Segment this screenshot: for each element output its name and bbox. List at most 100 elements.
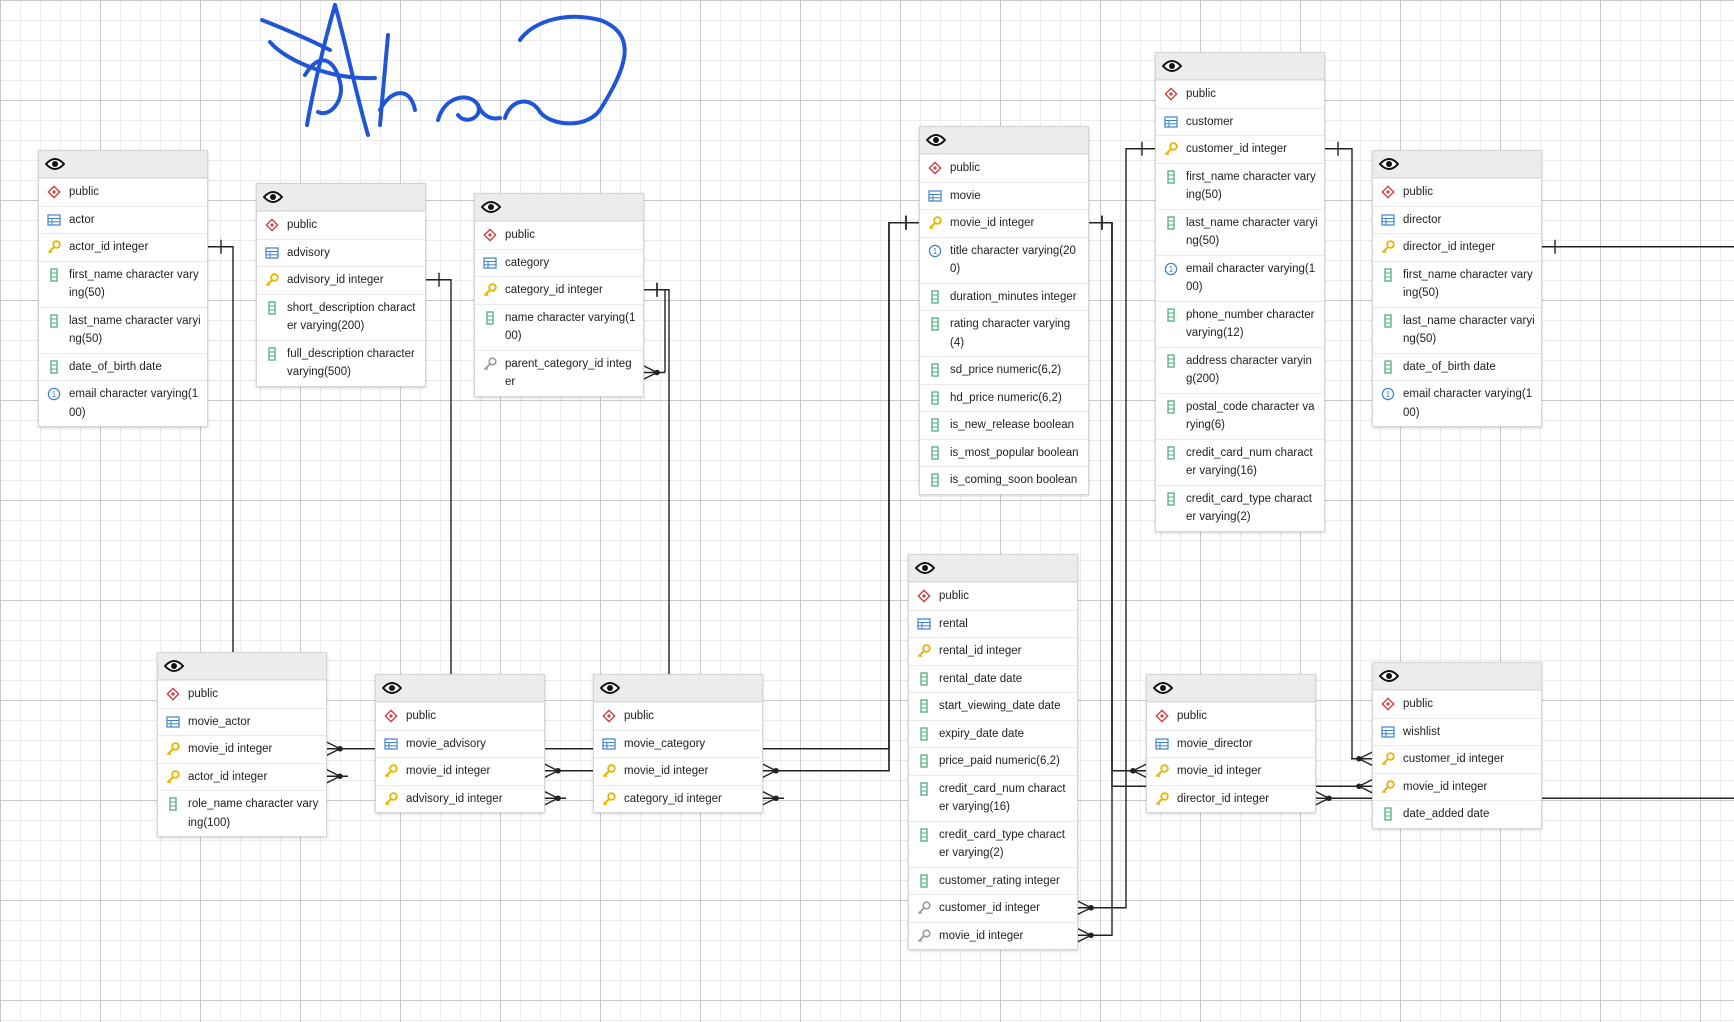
column-row[interactable]: customer_id integer [1373,745,1541,773]
eye-icon[interactable] [481,200,501,214]
table-name-row[interactable]: movie_director [1147,729,1315,758]
column-row[interactable]: is_new_release boolean [920,411,1088,439]
table-name-row[interactable]: category [475,248,643,277]
eye-icon[interactable] [1162,59,1182,73]
column-row[interactable]: advisory_id integer [257,266,425,294]
column-row[interactable]: is_most_popular boolean [920,438,1088,467]
entity-header[interactable] [1373,151,1541,178]
column-row[interactable]: date_of_birth date [39,352,207,381]
entity-header[interactable] [1147,675,1315,702]
column-row[interactable]: customer_rating integer [909,866,1077,895]
schema-row[interactable]: public [1156,80,1324,108]
eye-icon[interactable] [600,681,620,695]
entity-header[interactable] [920,127,1088,154]
eye-icon[interactable] [1379,157,1399,171]
table-name-row[interactable]: advisory [257,238,425,267]
column-row[interactable]: phone_number character varying(12) [1156,300,1324,347]
table-name-row[interactable]: movie_actor [158,707,326,736]
column-row[interactable]: movie_id integer [158,735,326,763]
eye-icon[interactable] [382,681,402,695]
entity-header[interactable] [594,675,762,702]
column-row[interactable]: first_name character varying(50) [1373,260,1541,307]
column-row[interactable]: actor_id integer [39,233,207,261]
column-row[interactable]: customer_id integer [909,894,1077,922]
entity-header[interactable] [909,555,1077,582]
column-row[interactable]: credit_card_type character varying(2) [1156,484,1324,531]
column-row[interactable]: date_added date [1373,800,1541,828]
table-name-row[interactable]: wishlist [1373,717,1541,746]
column-row[interactable]: full_description character varying(500) [257,339,425,386]
column-row[interactable]: movie_id integer [1373,772,1541,801]
schema-row[interactable]: public [257,211,425,239]
entity-header[interactable] [475,194,643,221]
column-row[interactable]: first_name character varying(50) [39,260,207,307]
schema-row[interactable]: public [594,702,762,730]
schema-row[interactable]: public [920,154,1088,182]
column-row[interactable]: role_name character varying(100) [158,790,326,836]
column-row[interactable]: actor_id integer [158,762,326,791]
schema-row[interactable]: public [158,680,326,708]
column-row[interactable]: movie_id integer [594,757,762,785]
eye-icon[interactable] [926,133,946,147]
eye-icon[interactable] [1153,681,1173,695]
entity-header[interactable] [1373,663,1541,690]
table-name-row[interactable]: movie_category [594,729,762,758]
column-row[interactable]: movie_id integer [376,757,544,785]
column-row[interactable]: last_name character varying(50) [1156,208,1324,255]
column-row[interactable]: director_id integer [1373,233,1541,261]
column-row[interactable]: sd_price numeric(6,2) [920,356,1088,384]
column-row[interactable]: rental_date date [909,664,1077,693]
column-row[interactable]: rental_id integer [909,637,1077,665]
column-row[interactable]: rating character varying(4) [920,310,1088,356]
schema-row[interactable]: public [39,178,207,206]
column-row[interactable]: credit_card_num character varying(16) [909,774,1077,821]
column-row[interactable]: director_id integer [1147,784,1315,813]
schema-row[interactable]: public [909,582,1077,610]
column-row[interactable]: date_of_birth date [1373,352,1541,381]
eye-icon[interactable] [164,659,184,673]
column-row[interactable]: advisory_id integer [376,784,544,813]
entity-header[interactable] [39,151,207,178]
entity-header[interactable] [158,653,326,680]
schema-row[interactable]: public [1147,702,1315,730]
column-row[interactable]: first_name character varying(50) [1156,162,1324,209]
column-row[interactable]: name character varying(100) [475,303,643,350]
column-row[interactable]: is_coming_soon boolean [920,466,1088,494]
column-row[interactable]: postal_code character varying(6) [1156,392,1324,439]
column-row[interactable]: last_name character varying(50) [1373,306,1541,353]
schema-row[interactable]: public [1373,178,1541,206]
column-row[interactable]: customer_id integer [1156,135,1324,163]
column-row[interactable]: expiry_date date [909,719,1077,748]
table-name-row[interactable]: movie [920,181,1088,210]
column-row[interactable]: movie_id integer [909,921,1077,950]
column-row[interactable]: movie_id integer [920,209,1088,237]
column-row[interactable]: price_paid numeric(6,2) [909,747,1077,775]
column-row[interactable]: category_id integer [475,276,643,304]
table-name-row[interactable]: customer [1156,107,1324,136]
eye-icon[interactable] [263,190,283,204]
schema-row[interactable]: public [475,221,643,249]
entity-header[interactable] [1156,53,1324,80]
entity-header[interactable] [376,675,544,702]
eye-icon[interactable] [45,157,65,171]
schema-row[interactable]: public [1373,690,1541,718]
table-name-row[interactable]: rental [909,609,1077,638]
column-row[interactable]: duration_minutes integer [920,282,1088,311]
table-name-row[interactable]: movie_advisory [376,729,544,758]
